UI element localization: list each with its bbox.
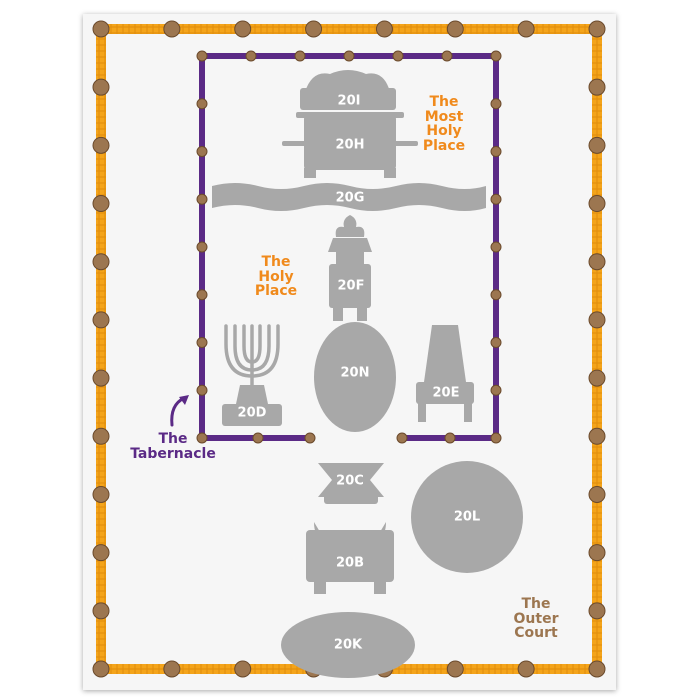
laver-20c: 20C xyxy=(318,463,384,504)
wall-post xyxy=(444,432,456,444)
court-post xyxy=(163,660,181,678)
court-post xyxy=(305,20,323,38)
court-post xyxy=(588,195,606,213)
ark-lid-label: 20I xyxy=(338,94,361,109)
laver-20l: 20L xyxy=(411,461,523,573)
court-post xyxy=(446,660,464,678)
wall-post xyxy=(196,384,208,396)
court-post xyxy=(588,311,606,329)
wall-post xyxy=(441,50,453,62)
court-post xyxy=(588,136,606,154)
wall-post xyxy=(490,384,502,396)
wall-post xyxy=(196,289,208,301)
tabernacle-posts xyxy=(196,50,502,444)
wall-post xyxy=(490,289,502,301)
incense-altar-label: 20F xyxy=(338,279,365,294)
court-post xyxy=(92,253,110,271)
wall-post xyxy=(392,50,404,62)
court-post xyxy=(588,660,606,678)
outer-court-label: The Outer Court xyxy=(513,596,559,642)
most-holy-place-label: The Most Holy Place xyxy=(422,94,466,155)
wall-post xyxy=(196,241,208,253)
altar-20b: 20B xyxy=(306,522,394,594)
wall-post xyxy=(490,146,502,157)
court-post xyxy=(92,660,110,678)
court-post xyxy=(92,544,110,562)
wall-post xyxy=(490,193,502,205)
court-post xyxy=(92,427,110,445)
table-oval: 20N xyxy=(314,322,396,432)
altar-20b-label: 20B xyxy=(336,556,364,571)
furniture-20e-label: 20E xyxy=(433,386,460,401)
wall-post xyxy=(294,50,306,62)
court-post xyxy=(92,20,110,38)
wall-post xyxy=(196,193,208,205)
incense-altar: 20F xyxy=(328,215,372,321)
ark-of-covenant: 20I 20H xyxy=(282,70,418,178)
court-post xyxy=(588,253,606,271)
court-post xyxy=(446,20,464,38)
wall-post xyxy=(304,432,316,444)
wall-post xyxy=(196,50,208,62)
veil-label: 20G xyxy=(336,191,365,206)
wall-post xyxy=(490,50,502,62)
lampstand-base: 20D xyxy=(222,385,282,426)
lampstand-label: 20D xyxy=(238,406,267,421)
furniture-20e: 20E xyxy=(416,325,474,422)
veil: 20G xyxy=(212,183,486,211)
court-post xyxy=(92,195,110,213)
court-post xyxy=(92,136,110,154)
court-post xyxy=(588,427,606,445)
laver-20c-label: 20C xyxy=(336,474,364,489)
court-post xyxy=(234,660,252,678)
wall-post xyxy=(196,98,208,110)
court-post xyxy=(588,369,606,387)
wall-post xyxy=(245,50,257,62)
court-post xyxy=(588,544,606,562)
altar-20k-label: 20K xyxy=(334,638,363,653)
altar-20k: 20K xyxy=(281,612,415,678)
court-post xyxy=(92,78,110,96)
tabernacle-arrow xyxy=(170,395,189,427)
wall-post xyxy=(196,337,208,348)
wall-post xyxy=(343,50,355,62)
laver-20l-label: 20L xyxy=(454,510,480,525)
table-label: 20N xyxy=(341,366,370,381)
court-post xyxy=(92,602,110,620)
wall-post xyxy=(196,146,208,157)
wall-post xyxy=(490,337,502,348)
court-post xyxy=(517,20,535,38)
tabernacle-label: The Tabernacle xyxy=(130,431,216,462)
wall-post xyxy=(490,241,502,253)
court-post xyxy=(588,485,606,503)
court-post xyxy=(234,20,252,38)
holy-place-label: The Holy Place xyxy=(254,254,298,300)
court-post xyxy=(588,602,606,620)
court-post xyxy=(588,78,606,96)
wall-post xyxy=(252,432,264,444)
court-post xyxy=(588,20,606,38)
wall-post xyxy=(490,432,502,444)
court-post xyxy=(92,485,110,503)
lampstand xyxy=(224,324,280,387)
wall-post xyxy=(490,98,502,110)
court-post xyxy=(375,20,393,38)
outer-court-posts xyxy=(92,20,606,678)
wall-post xyxy=(396,432,408,444)
ark-label: 20H xyxy=(336,138,365,153)
court-post xyxy=(92,369,110,387)
court-post xyxy=(163,20,181,38)
wall-post xyxy=(196,432,208,444)
court-post xyxy=(517,660,535,678)
court-post xyxy=(92,311,110,329)
